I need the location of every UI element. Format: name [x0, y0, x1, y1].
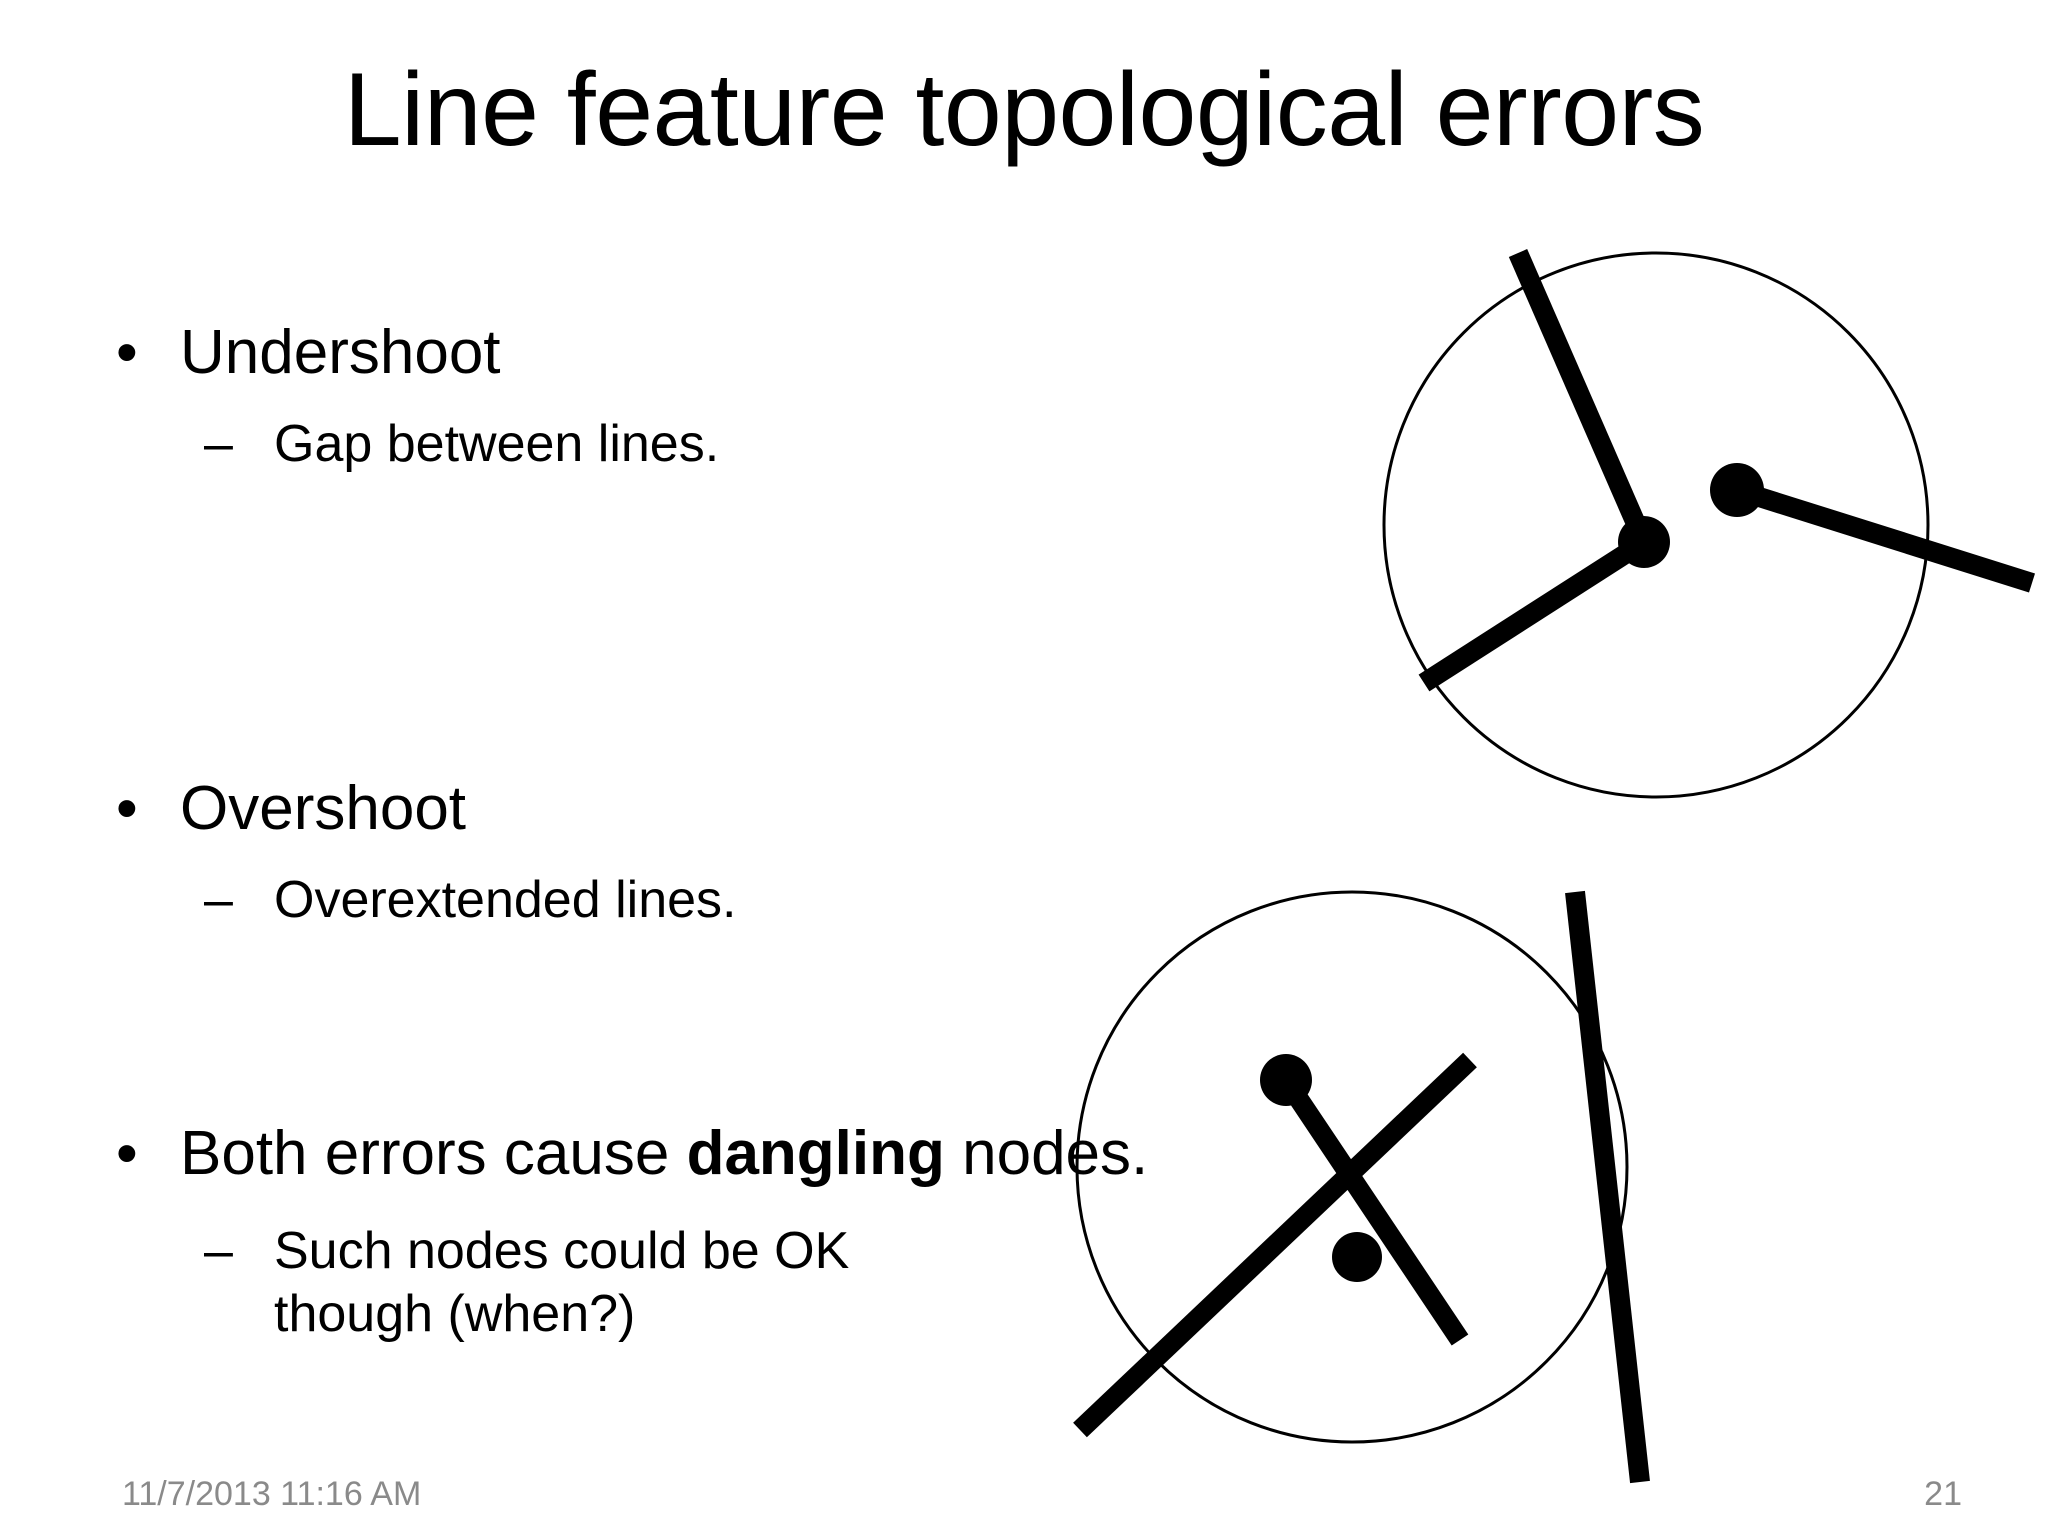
undershoot-line-upper-left: [1508, 249, 1654, 546]
bullet-dash-icon: –: [204, 415, 233, 474]
undershoot-line-dangling-right: [1733, 480, 2036, 593]
page-title: Line feature topological errors: [343, 52, 1705, 168]
sub-bullet-gap-between-lines-label: Gap between lines.: [274, 415, 720, 474]
undershoot-diagram: [1360, 230, 2048, 830]
bullet-group-undershoot: • Undershoot – Gap between lines.: [108, 316, 1158, 476]
undershoot-dangling-node: [1710, 463, 1764, 517]
bullet-list: • Undershoot – Gap between lines. • Over…: [108, 316, 1158, 1345]
overshoot-dangling-node: [1260, 1054, 1312, 1106]
sub-bullet-gap-between-lines: – Gap between lines.: [108, 413, 1158, 475]
overshoot-svg: [1073, 890, 1650, 1484]
overshoot-line-lower-left-through-node: [1073, 1052, 1477, 1438]
bullet-dot-icon: •: [116, 773, 138, 843]
bullet-undershoot: • Undershoot: [108, 316, 1158, 389]
undershoot-boundary-circle: [1382, 251, 1930, 799]
page-number: 21: [1924, 1475, 1962, 1513]
footer-date: 11/7/2013 11:16 AM: [122, 1475, 422, 1513]
bullet-group-dangling-nodes: • Both errors cause dangling nodes. – Su…: [108, 1117, 1158, 1345]
sub-bullet-overextended-lines: – Overextended lines.: [108, 869, 1158, 931]
bullet-dash-icon: –: [204, 1222, 233, 1281]
bullet-dangling-nodes-bold-word: dangling: [686, 1119, 945, 1189]
sub-bullet-overextended-lines-label: Overextended lines.: [274, 870, 737, 929]
bullet-dash-icon: –: [204, 870, 233, 929]
overshoot-line-overshooting-diagonal: [1565, 890, 1650, 1484]
bullet-overshoot-label: Overshoot: [180, 773, 467, 843]
bullet-dangling-nodes-text-part2: nodes.: [944, 1119, 1149, 1189]
bullet-dot-icon: •: [116, 1119, 138, 1189]
sub-bullet-such-nodes-ok: – Such nodes could be OK though (when?): [108, 1220, 1158, 1345]
overshoot-line-dangling-to-crossing: [1277, 1074, 1469, 1346]
bullet-overshoot: • Overshoot: [108, 772, 1158, 845]
undershoot-svg: [1382, 249, 2036, 799]
bullet-group-overshoot: • Overshoot – Overextended lines.: [108, 772, 1158, 932]
overshoot-diagram: [1040, 870, 1680, 1510]
undershoot-line-lower-left: [1418, 533, 1650, 692]
bullet-dangling-nodes-text-part1: Both errors cause: [180, 1119, 687, 1189]
overshoot-boundary-circle: [1075, 890, 1629, 1444]
overshoot-junction-node: [1332, 1232, 1382, 1282]
bullet-dangling-nodes: • Both errors cause dangling nodes.: [108, 1117, 1158, 1190]
sub-bullet-such-nodes-ok-line2: though (when?): [274, 1284, 636, 1343]
bullet-undershoot-label: Undershoot: [180, 318, 501, 387]
bullet-dot-icon: •: [116, 318, 138, 387]
sub-bullet-such-nodes-ok-line1: Such nodes could be OK: [274, 1222, 850, 1281]
undershoot-junction-node: [1618, 516, 1670, 568]
